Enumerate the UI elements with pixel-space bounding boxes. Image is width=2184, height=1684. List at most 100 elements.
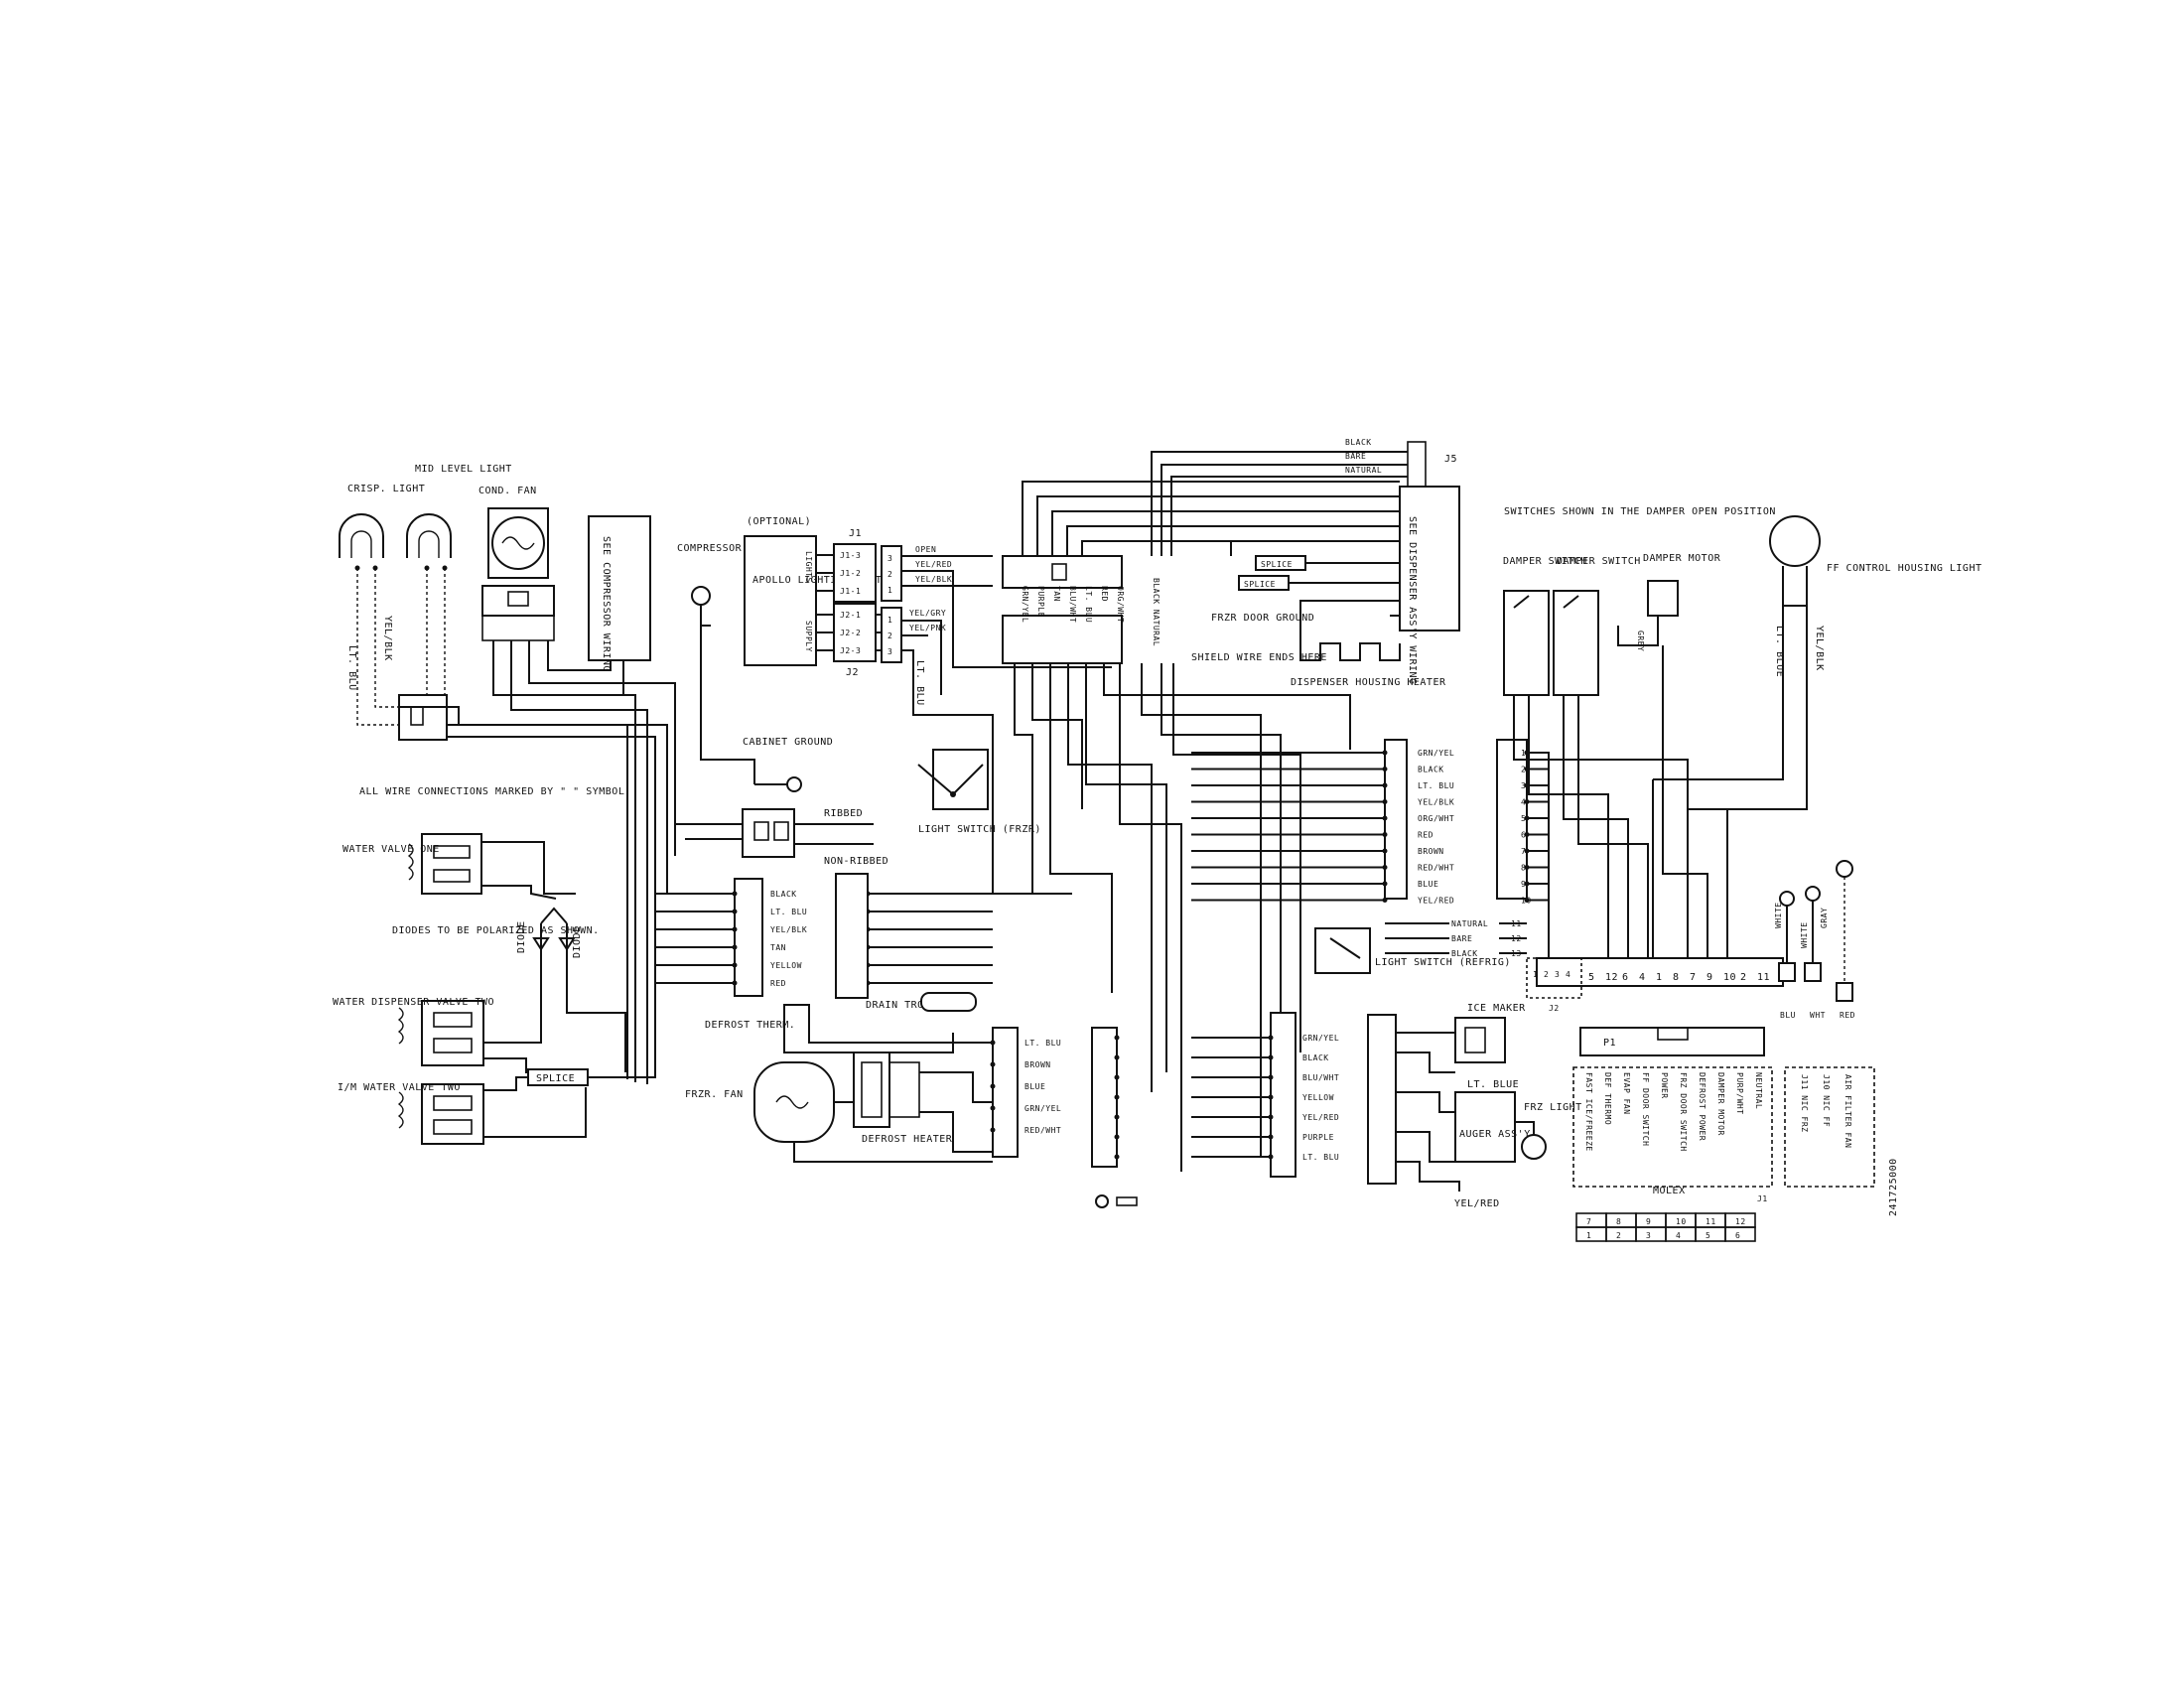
molex-cell xyxy=(1724,1226,1756,1242)
j2-label: J2 xyxy=(846,667,859,678)
j3-pin: 3 xyxy=(1555,970,1560,979)
see-compressor-wiring-label: SEE COMPRESSOR WIRING xyxy=(601,536,612,672)
j3-pin: 1 xyxy=(1533,970,1538,979)
p1-function-label: POWER xyxy=(1660,1072,1669,1099)
drain-trough-connector xyxy=(835,873,869,999)
mid-connector xyxy=(1091,1027,1118,1168)
defrost-conn-wire-label: RED/WHT xyxy=(1024,1126,1061,1135)
damper-switch-1 xyxy=(1503,590,1550,696)
right-conn-wire-label: BLUE xyxy=(1418,880,1438,889)
defrost-heater-label: DEFROST HEATER xyxy=(862,1134,953,1145)
light-switch-refrig xyxy=(1314,927,1371,974)
j2-pin-block xyxy=(1536,957,1784,987)
ribbed-conn-wire-label: LT. BLU xyxy=(770,908,807,916)
right-j2-pin-number: 3 xyxy=(1521,781,1526,790)
wire xyxy=(1527,784,1550,958)
right-conn-wire-label: BLACK xyxy=(1418,766,1444,774)
upper-conn-wire-label: GRN/YEL xyxy=(1021,586,1029,623)
water-valve-one xyxy=(407,833,482,895)
diode-left xyxy=(532,923,550,1003)
j2-bottom-pin: 4 xyxy=(1639,972,1646,983)
j3-pin-block xyxy=(1526,957,1582,999)
white-wire-label: WHITE xyxy=(1774,902,1783,928)
right-j2-pin-number: 1 xyxy=(1521,749,1526,758)
light-switch-frzr xyxy=(917,749,989,810)
defrost-connector xyxy=(992,1027,1019,1158)
right-j2-pin-number: 2 xyxy=(1521,766,1526,774)
j2-bottom-pin: 5 xyxy=(1588,972,1595,983)
apollo-lighting-control-text: APOLLO LIGHTING CONTROL xyxy=(752,575,901,586)
p1-function-label: FAST ICE/FREEZE xyxy=(1584,1072,1593,1152)
wire xyxy=(1527,866,1550,958)
molex-cell-number: 2 xyxy=(1616,1231,1621,1240)
ff-control-housing-light-label: FF CONTROL HOUSING LIGHT xyxy=(1827,563,1982,574)
wire xyxy=(1527,899,1550,958)
water-valve-one-label: WATER VALVE ONE xyxy=(342,844,440,855)
ribbed-conn-wire-label: BLACK xyxy=(770,890,797,899)
diode-right xyxy=(558,923,576,1003)
light-switch-frzr-label: LIGHT SWITCH (FRZR) xyxy=(918,824,1041,835)
right-j2-pin-number: 6 xyxy=(1521,831,1526,840)
p1-function-label: FF DOOR SWITCH xyxy=(1641,1072,1650,1146)
connection-dot xyxy=(990,1040,996,1046)
j5-connector xyxy=(1407,441,1427,492)
j5-wire-label: NATURAL xyxy=(1345,466,1382,475)
mid-conn-wire-label: LT. BLU xyxy=(1302,1153,1339,1162)
im-water-valve-two xyxy=(397,1083,484,1145)
defrost-conn-wire-label: BLUE xyxy=(1024,1082,1045,1091)
see-dispenser-wiring-label: SEE DISPENSER ASS'Y WIRING xyxy=(1407,516,1418,685)
cabinet-ground-icon xyxy=(786,776,802,792)
bot-conn-wire-label: YEL/PNK xyxy=(909,624,946,632)
p1-function-label: DEF THERMO xyxy=(1603,1072,1612,1125)
p1-function-label: NEUTRAL xyxy=(1754,1072,1763,1109)
terminal-color-label: WHT xyxy=(1810,1011,1826,1020)
lights-label: LIGHTS xyxy=(804,551,813,583)
molex-cell-number: 8 xyxy=(1616,1217,1621,1226)
damper-switch-label-1: DAMPER SWITCH xyxy=(1503,556,1587,567)
six-wire-connector xyxy=(734,878,763,997)
part-number: 241725000 xyxy=(1888,1158,1899,1216)
molex-label: MOLEX xyxy=(1653,1186,1686,1196)
lower-pin-number: 13 xyxy=(1511,949,1522,958)
right-conn-wire-label: LT. BLU xyxy=(1418,781,1454,790)
mid-conn-wire-label: BLU/WHT xyxy=(1302,1073,1339,1082)
upper-conn-wire-label: LT. BLU xyxy=(1084,586,1093,623)
wire xyxy=(1527,883,1550,958)
wire xyxy=(1527,752,1550,958)
defrost-conn-wire-label: BROWN xyxy=(1024,1060,1051,1069)
molex-cell-number: 3 xyxy=(1646,1231,1651,1240)
compressor-ground-label: COMPRESSOR GROUND xyxy=(677,543,787,554)
molex-cell-number: 12 xyxy=(1735,1217,1746,1226)
top-3pin-connector xyxy=(881,545,902,602)
frzr-fan xyxy=(753,1061,835,1143)
molex-cell-number: 10 xyxy=(1676,1217,1687,1226)
crisp-light-label: CRISP. LIGHT xyxy=(347,484,425,494)
ribbed-conn-wire-label: RED xyxy=(770,979,786,988)
diodes-note: DIODES TO BE POLARIZED AS SHOWN. xyxy=(392,925,600,936)
j2-bottom-label: J2 xyxy=(1549,1004,1560,1013)
shield-wire-label: SHIELD WIRE ENDS HERE xyxy=(1191,652,1327,663)
terminal-color-label: BLU xyxy=(1780,1011,1796,1020)
right-j2-pin-number: 7 xyxy=(1521,847,1526,856)
ribbed-label: RIBBED xyxy=(824,808,863,819)
black-natural-label: BLACK NATURAL xyxy=(1152,578,1160,646)
wire xyxy=(1527,800,1550,958)
molex-cell-number: 11 xyxy=(1706,1217,1716,1226)
mid-level-light xyxy=(406,513,452,571)
connection-dot xyxy=(1114,1134,1120,1140)
splice-label-top: SPLICE xyxy=(1261,560,1293,569)
damper-motor-box xyxy=(1647,580,1679,617)
p1-function-label: DEFROST POWER xyxy=(1698,1072,1706,1141)
top-conn-wire-label: OPEN xyxy=(915,545,936,554)
compressor-wiring-box xyxy=(588,515,651,661)
white-wire-terminal xyxy=(1778,891,1796,982)
molex-cell-number: 9 xyxy=(1646,1217,1651,1226)
compressor-ground-icon xyxy=(691,586,711,606)
right-10pin-connector xyxy=(1384,739,1408,900)
lower-wire-label: BLACK xyxy=(1451,949,1478,958)
p1-function-label: EVAP FAN xyxy=(1622,1072,1631,1115)
j1-pin-label: J1-1 xyxy=(840,587,861,596)
lower-pin-number: 12 xyxy=(1511,934,1522,943)
j2-bottom-pin: 1 xyxy=(1656,972,1663,983)
upper-conn-wire-label: TAN xyxy=(1052,586,1061,602)
